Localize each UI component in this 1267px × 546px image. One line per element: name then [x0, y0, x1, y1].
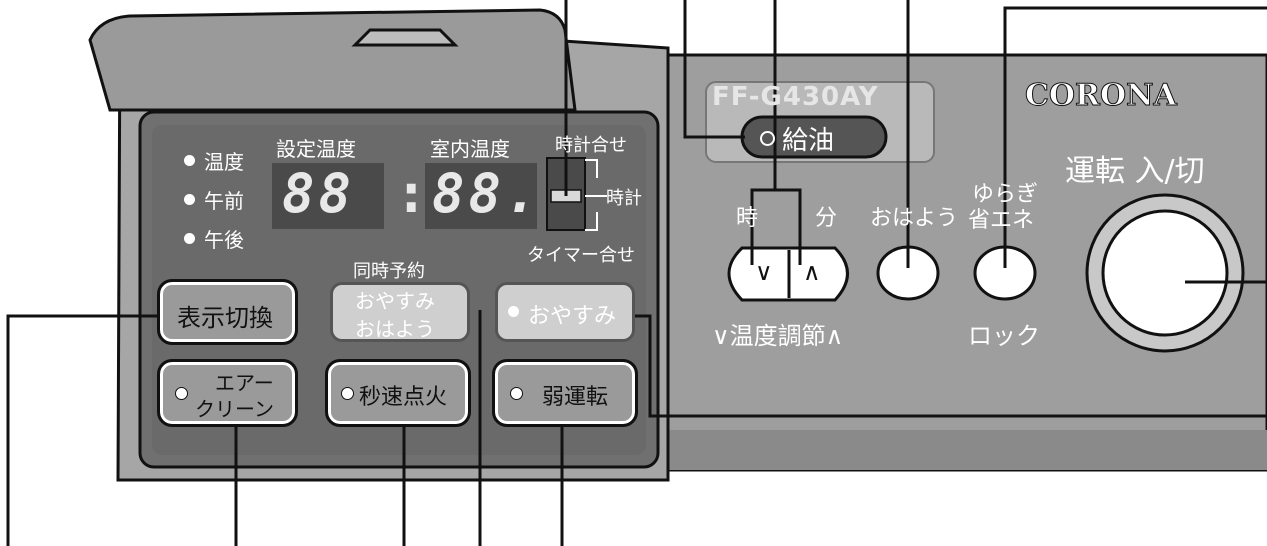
- lid-handle: [351, 28, 459, 47]
- reserve-line2: おはよう: [355, 317, 435, 341]
- led-set-temp: 88: [282, 162, 356, 225]
- lid-flap: [88, 8, 577, 112]
- timer-set-label: タイマー合せ: [527, 245, 635, 266]
- oyasumi-label: おやすみ: [528, 304, 617, 329]
- down-arrow: ∨: [755, 258, 773, 286]
- indicator-label-pm: 午後: [204, 228, 244, 252]
- led-box-left: [272, 163, 384, 229]
- quick-ignite-label: 秒速点火: [359, 385, 448, 410]
- indicator-label-am: 午前: [204, 189, 244, 213]
- set-temp-label: 設定温度: [276, 137, 356, 161]
- reserve-both-button[interactable]: おやすみ おはよう: [330, 282, 470, 342]
- power-label: 運転 入/切: [1065, 154, 1205, 189]
- lock-label: ロック: [968, 322, 1040, 350]
- quick-ignite-button[interactable]: 秒速点火: [325, 359, 471, 427]
- display-switch-label: 表示切換: [177, 304, 273, 332]
- hour-label: 時: [736, 206, 759, 231]
- refuel-led: [760, 131, 775, 146]
- low-run-label: 弱運転: [542, 385, 609, 410]
- indicator-dot-temp: [184, 155, 195, 166]
- minute-label: 分: [815, 206, 838, 231]
- room-temp-label: 室内温度: [430, 137, 510, 161]
- brand-logo: CORONA: [1025, 78, 1178, 114]
- oyasumi-led: [508, 306, 519, 317]
- led-colon: :: [395, 162, 432, 225]
- led-room-temp: 88.: [432, 162, 542, 225]
- up-arrow: ∧: [803, 258, 821, 286]
- display-switch-button[interactable]: 表示切換: [157, 279, 298, 345]
- indicator-dot-pm: [184, 233, 195, 244]
- refuel-label: 給油: [782, 126, 835, 156]
- indicator-dot-am: [184, 194, 195, 205]
- air-clean-button[interactable]: エアー クリーン: [157, 359, 298, 427]
- reserve-line1: おやすみ: [355, 289, 435, 313]
- ohayou-label: おはよう: [870, 206, 959, 231]
- clock-label: 時計: [606, 188, 642, 209]
- simultaneous-reserve-label: 同時予約: [353, 261, 425, 282]
- temp-adjust-label: ∨温度調節∧: [712, 322, 844, 350]
- yuragi-line2: 省エネ: [968, 208, 1035, 233]
- power-button: [1101, 209, 1229, 337]
- yuragi-line1: ゆらぎ: [972, 182, 1039, 207]
- low-run-button[interactable]: 弱運転: [492, 359, 638, 427]
- indicator-label-temp: 温度: [204, 150, 244, 174]
- led-box-right: [425, 163, 537, 229]
- model-number: FF-G430AY: [712, 82, 879, 112]
- low-run-led: [510, 387, 523, 400]
- air-clean-line1: エアー: [215, 371, 274, 395]
- clock-set-label: 時計合せ: [555, 135, 627, 156]
- air-clean-line2: クリーン: [195, 397, 274, 421]
- air-clean-led: [175, 387, 188, 400]
- oyasumi-button[interactable]: おやすみ: [495, 282, 635, 342]
- quick-ignite-led: [341, 387, 354, 400]
